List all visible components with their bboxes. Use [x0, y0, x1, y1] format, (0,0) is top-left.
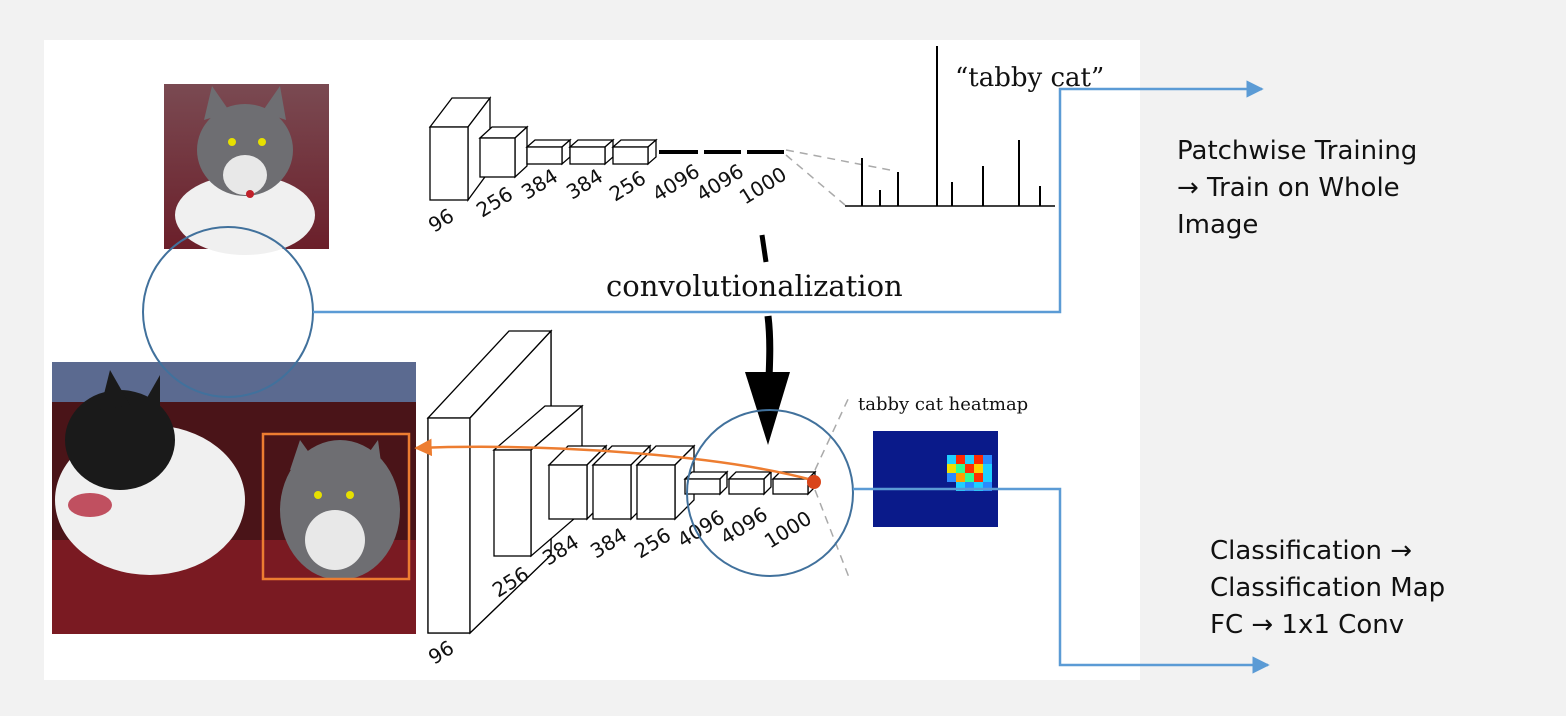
top-label-4096b: 4096	[692, 159, 748, 206]
bottom-block-4096b	[727, 470, 773, 496]
bottom-block-96	[426, 329, 553, 635]
orange-backprojection-arrow	[414, 438, 813, 482]
bottom-label-384b: 384	[586, 523, 631, 564]
top-network	[428, 96, 658, 202]
top-label-256: 256	[472, 182, 517, 223]
callout-connector-bottom	[853, 487, 1270, 674]
output-marker-dot	[807, 475, 821, 489]
callout-circle-bottom	[686, 409, 854, 577]
bottom-label-96: 96	[424, 635, 458, 669]
top-label-96: 96	[424, 203, 458, 237]
convolutionalization-label: convolutionalization	[606, 269, 903, 303]
top-block-256b	[611, 138, 658, 166]
top-label-256b: 256	[605, 166, 650, 207]
bottom-projection-lines	[814, 394, 851, 581]
callout-connector-top	[313, 80, 1264, 314]
cat-photo-icon	[164, 84, 329, 255]
top-label-384b: 384	[562, 164, 607, 205]
tabby-cat-heatmap	[873, 431, 998, 527]
dog-and-cat-photo-icon	[52, 362, 416, 634]
top-projection-lines	[785, 149, 891, 206]
convolutionalization-arrow	[745, 234, 790, 445]
heatmap-label: tabby cat heatmap	[858, 394, 1028, 415]
top-label-1000: 1000	[735, 162, 791, 209]
top-block-256	[478, 125, 529, 179]
bottom-block-4096a	[683, 470, 729, 496]
classification-map-note: Classification → Classification Map FC →…	[1210, 536, 1446, 640]
bottom-label-1000: 1000	[760, 506, 816, 553]
patchwise-training-note: Patchwise Training → Train on Whole Imag…	[1177, 136, 1418, 240]
output-bar-plot	[845, 46, 1055, 207]
bottom-label-4096b: 4096	[716, 502, 772, 549]
top-block-384a	[525, 138, 572, 166]
top-block-384b	[568, 138, 615, 166]
cat-region-highlight	[261, 432, 411, 581]
bottom-network	[426, 329, 817, 635]
bottom-label-256b: 256	[630, 523, 675, 564]
